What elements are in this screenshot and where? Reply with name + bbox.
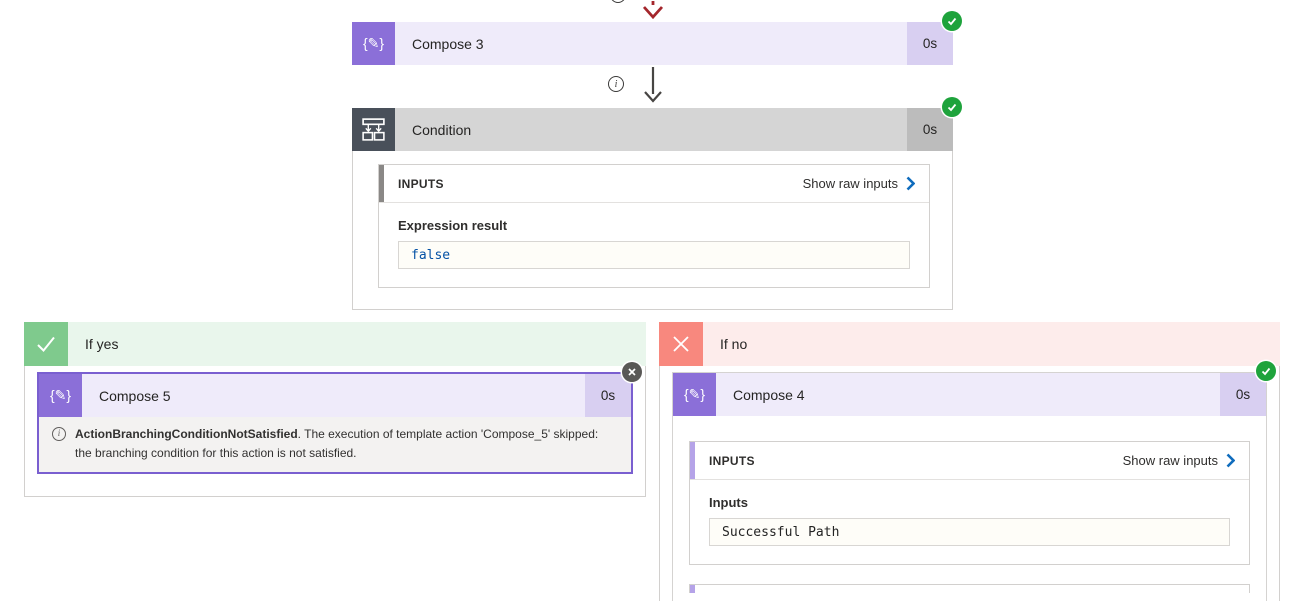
compose5-duration: 0s xyxy=(585,374,631,417)
inputs-section-title: INPUTS xyxy=(398,176,444,191)
main-flow-column: i {✎} Compose 3 0s i xyxy=(352,0,962,310)
compose4-outputs-panel-partial xyxy=(689,584,1250,593)
show-raw-inputs-link[interactable]: Show raw inputs xyxy=(1123,453,1235,468)
if-yes-branch: If yes {✎} Compose 5 0s i ActionBranchin… xyxy=(24,322,646,497)
info-glyph: i xyxy=(614,78,618,90)
compose5-skip-message: i ActionBranchingConditionNotSatisfied. … xyxy=(39,417,631,473)
condition-inputs-panel: INPUTS Show raw inputs Expression result… xyxy=(378,164,930,288)
condition-title: Condition xyxy=(395,108,907,151)
if-no-label: If no xyxy=(703,322,1280,366)
if-yes-header[interactable]: If yes xyxy=(24,322,646,366)
if-yes-label: If yes xyxy=(68,322,646,366)
compose5-skipped-badge xyxy=(622,362,642,382)
if-yes-body: {✎} Compose 5 0s i ActionBranchingCondit… xyxy=(24,362,646,497)
compose-icon: {✎} xyxy=(39,374,82,417)
inputs-accent-bar xyxy=(690,442,695,479)
inputs-accent-bar xyxy=(379,165,384,202)
compose-icon: {✎} xyxy=(673,373,716,416)
inputs-field-label: Inputs xyxy=(709,495,748,510)
compose-icon: {✎} xyxy=(352,22,395,65)
if-no-header[interactable]: If no xyxy=(659,322,1280,366)
inputs-field-value: Successful Path xyxy=(709,518,1230,546)
if-no-body: {✎} Compose 4 0s INPUTS Show raw inputs xyxy=(659,361,1280,601)
condition-details: INPUTS Show raw inputs Expression result… xyxy=(352,151,953,310)
compose4-title: Compose 4 xyxy=(716,373,1220,416)
compose3-title: Compose 3 xyxy=(395,22,907,65)
connector-into-compose3: i xyxy=(352,0,953,22)
compose4-duration: 0s xyxy=(1220,373,1266,416)
red-dashed-arrow-icon xyxy=(642,0,664,20)
condition-success-badge xyxy=(942,97,962,117)
compose4-inputs-panel: INPUTS Show raw inputs Inputs xyxy=(689,441,1250,565)
connector-info-icon[interactable]: i xyxy=(610,0,626,3)
condition-icon xyxy=(352,108,395,151)
expression-result-value: false xyxy=(398,241,910,269)
compose3-success-badge xyxy=(942,11,962,31)
chevron-right-icon xyxy=(1226,453,1235,468)
if-no-branch: If no {✎} Compose 4 0s INPUTS xyxy=(659,322,1280,601)
chevron-right-icon xyxy=(906,176,915,191)
compose4-details: INPUTS Show raw inputs Inputs xyxy=(673,416,1266,601)
compose3-card[interactable]: {✎} Compose 3 0s xyxy=(352,11,962,65)
skip-error-code: ActionBranchingConditionNotSatisfied xyxy=(75,427,298,441)
connector-info-icon[interactable]: i xyxy=(608,76,624,92)
info-icon: i xyxy=(52,427,66,441)
x-icon xyxy=(659,322,703,366)
compose5-title: Compose 5 xyxy=(82,374,585,417)
info-glyph: i xyxy=(617,0,620,1)
expression-result-label: Expression result xyxy=(398,218,508,233)
skip-error-text: . The execution of template action 'Comp… xyxy=(75,427,599,460)
connector-compose3-to-condition: i xyxy=(352,65,953,108)
compose5-card[interactable]: {✎} Compose 5 0s i ActionBranchingCondit… xyxy=(37,362,642,475)
inputs-section-title: INPUTS xyxy=(709,453,755,468)
outputs-accent-bar xyxy=(690,585,695,593)
compose4-success-badge xyxy=(1256,361,1276,381)
condition-card[interactable]: Condition 0s xyxy=(352,97,962,151)
check-icon xyxy=(24,322,68,366)
down-arrow-icon xyxy=(644,67,662,103)
show-raw-inputs-link[interactable]: Show raw inputs xyxy=(803,176,915,191)
compose4-card[interactable]: {✎} Compose 4 0s INPUTS Show raw inputs xyxy=(672,361,1276,601)
